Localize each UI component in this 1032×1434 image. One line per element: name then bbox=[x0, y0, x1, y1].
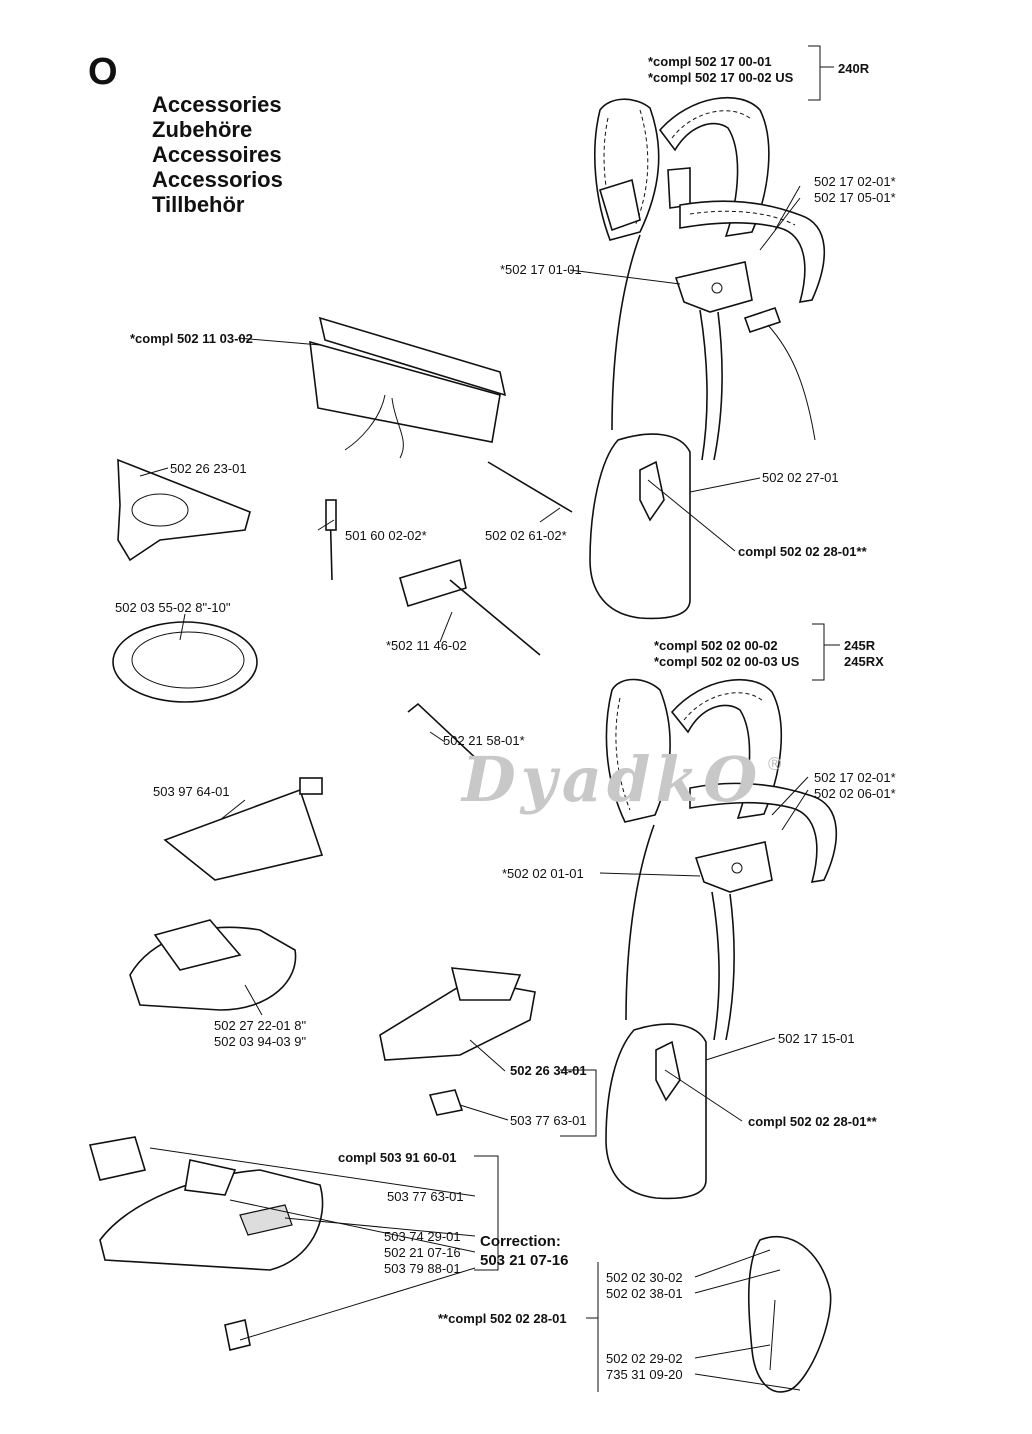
guard-small-label-2: 502 03 94-03 9" bbox=[214, 1034, 307, 1049]
rod-label: 502 02 61-02* bbox=[485, 528, 567, 543]
hook-part-3: 502 02 29-02 bbox=[606, 1351, 683, 1366]
harness-245-model-2: 245RX bbox=[844, 654, 884, 669]
hook-part-2: 502 02 38-01 bbox=[606, 1286, 683, 1301]
tool-bag-drawing bbox=[309, 316, 507, 459]
harness-245-compl-2: *compl 502 02 00-03 US bbox=[654, 654, 800, 669]
guard-ring-drawing bbox=[112, 621, 258, 703]
harness-240-compl-1: *compl 502 17 00-01 bbox=[648, 54, 772, 69]
grease-tube-drawing bbox=[163, 777, 324, 881]
guard-large-part-3: 502 21 07-16 bbox=[384, 1245, 461, 1260]
leader-lines bbox=[139, 45, 840, 1392]
section-letter: O bbox=[88, 51, 118, 93]
harness-240-part-2: 502 17 05-01* bbox=[814, 190, 896, 205]
guard-large-drawing bbox=[88, 1136, 324, 1351]
guard-mid-label-1: 502 26 34-01 bbox=[510, 1063, 587, 1078]
harness-245-part-5: compl 502 02 28-01** bbox=[748, 1114, 877, 1129]
harness-245-model-1: 245R bbox=[844, 638, 876, 653]
guard-large-part-2: 503 74 29-01 bbox=[384, 1229, 461, 1244]
harness-245-part-3: *502 02 01-01 bbox=[502, 866, 584, 881]
hook-drawing bbox=[747, 1235, 832, 1393]
tool-bag-label: *compl 502 11 03-02 bbox=[130, 331, 253, 346]
watermark-logo: DyadkO bbox=[462, 743, 763, 816]
watermark-registered-mark: ® bbox=[768, 754, 782, 774]
deflector-label: 502 26 23-01 bbox=[170, 461, 247, 476]
harness-240-part-3: *502 17 01-01 bbox=[500, 262, 582, 277]
guard-large-part-1: 503 77 63-01 bbox=[387, 1189, 464, 1204]
harness-245-compl-1: *compl 502 02 00-02 bbox=[654, 638, 778, 653]
title-de: Zubehöre bbox=[152, 117, 253, 142]
hook-part-4: 735 31 09-20 bbox=[606, 1367, 683, 1382]
title-sv: Tillbehör bbox=[152, 192, 245, 217]
hook-compl: **compl 502 02 28-01 bbox=[438, 1311, 567, 1326]
harness-240-part-5: compl 502 02 28-01** bbox=[738, 544, 867, 559]
title-fr: Accessoires bbox=[152, 142, 282, 167]
guard-mid-label-2: 503 77 63-01 bbox=[510, 1113, 587, 1128]
harness-245-part-1: 502 17 02-01* bbox=[814, 770, 896, 785]
hex-key-drawing bbox=[407, 702, 483, 765]
correction-note: Correction: 503 21 07-16 bbox=[480, 1232, 568, 1270]
title-en: Accessories bbox=[152, 92, 282, 117]
hex-key-label: 502 21 58-01* bbox=[443, 733, 525, 748]
harness-240-model: 240R bbox=[838, 61, 870, 76]
harness-240-compl-2: *compl 502 17 00-02 US bbox=[648, 70, 794, 85]
grease-label: 503 97 64-01 bbox=[153, 784, 230, 799]
wrench-label: *502 11 46-02 bbox=[386, 638, 467, 653]
rod-drawing bbox=[487, 461, 573, 513]
harness-240-part-4: 502 02 27-01 bbox=[762, 470, 839, 485]
harness-245-part-2: 502 02 06-01* bbox=[814, 786, 896, 801]
title-es: Accessorios bbox=[152, 167, 283, 192]
punch-label: 501 60 02-02* bbox=[345, 528, 427, 543]
guard-mid-drawing bbox=[379, 967, 536, 1116]
harness-240-part-1: 502 17 02-01* bbox=[814, 174, 896, 189]
hook-part-1: 502 02 30-02 bbox=[606, 1270, 683, 1285]
guard-small-label-1: 502 27 22-01 8" bbox=[214, 1018, 307, 1033]
correction-title: Correction: bbox=[480, 1233, 561, 1250]
wrench-drawing bbox=[399, 558, 541, 656]
title-block: Accessories Zubehöre Accessoires Accesso… bbox=[152, 92, 283, 217]
deflector-drawing bbox=[117, 458, 251, 562]
guard-large-part-4: 503 79 88-01 bbox=[384, 1261, 461, 1276]
guard-small-drawing bbox=[129, 919, 297, 1011]
harness-245-part-4: 502 17 15-01 bbox=[778, 1031, 855, 1046]
harness-245r-drawing bbox=[605, 678, 838, 1200]
guard-ring-label: 502 03 55-02 8"-10" bbox=[115, 600, 231, 615]
harness-240r-drawing bbox=[589, 97, 826, 620]
correction-part: 503 21 07-16 bbox=[480, 1252, 569, 1269]
guard-large-compl: compl 503 91 60-01 bbox=[338, 1150, 457, 1165]
